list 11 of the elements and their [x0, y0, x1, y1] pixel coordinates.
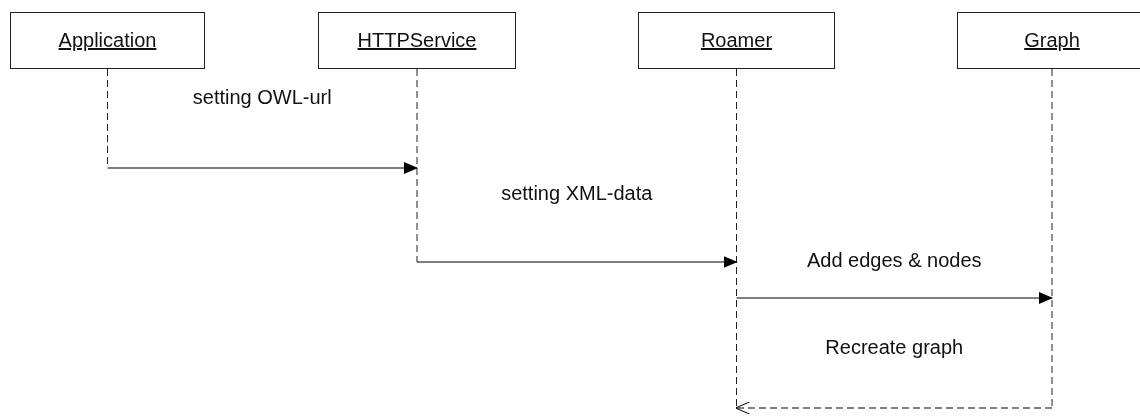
message-label: setting OWL-url	[190, 86, 334, 109]
participant-name: HTTPService	[357, 29, 477, 52]
message-arrow	[107, 162, 418, 174]
participant-name: Graph	[1024, 29, 1080, 52]
return-message-arrow	[735, 401, 1053, 415]
message-label: Add edges & nodes	[804, 249, 984, 272]
message-label: setting XML-data	[499, 182, 655, 205]
message-arrow	[416, 256, 738, 268]
participant-name: Roamer	[700, 29, 773, 52]
message-arrow	[736, 292, 1053, 304]
participant-name: Application	[58, 29, 157, 52]
